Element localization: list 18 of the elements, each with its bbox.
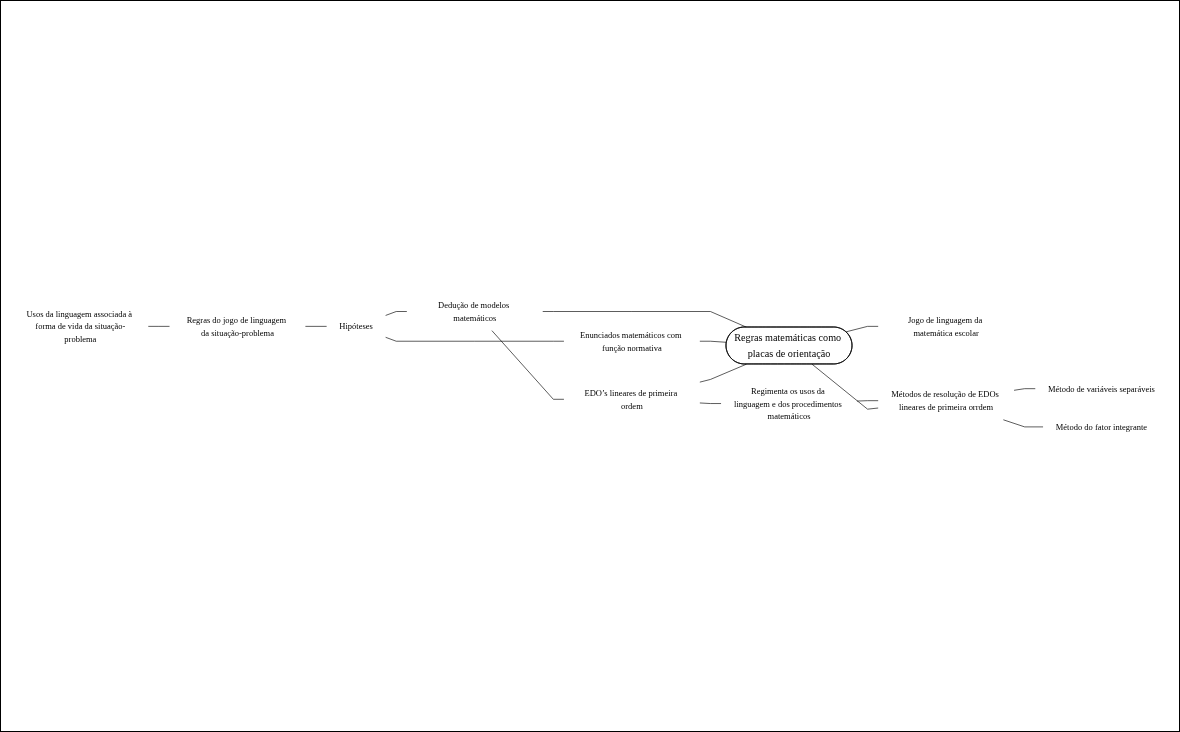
node-text: Enunciados matemáticos com função normativa [580,330,682,353]
node-text: Jogo de linguagem da matemática escolar [907,315,983,338]
connector [699,363,747,383]
connector [385,336,565,342]
node-text: EDO’s lineares de primeira ordem [584,388,678,411]
node-text: Hipóteses [339,321,373,332]
node-text: Método do fator integrante [1055,422,1148,432]
connector [699,340,727,343]
node-text: Dedução de modelos matemáticos [438,300,510,323]
node-text: Regimenta os usos da linguagem e dos procedimentos matemáticos [734,386,842,421]
node-text: Usos da linguagem associada à forma de vida da situação-problema [26,308,133,344]
node-text: Regras do jogo de linguagem da situação-problema [186,315,287,338]
connector [491,330,565,400]
connector [845,326,879,333]
connector [542,311,747,328]
node-text: Método de variáveis separáveis [1048,383,1155,394]
connector [811,363,879,410]
node-text: Métodos de resolução de EDOs lineares de primeira orrdem [891,389,999,412]
